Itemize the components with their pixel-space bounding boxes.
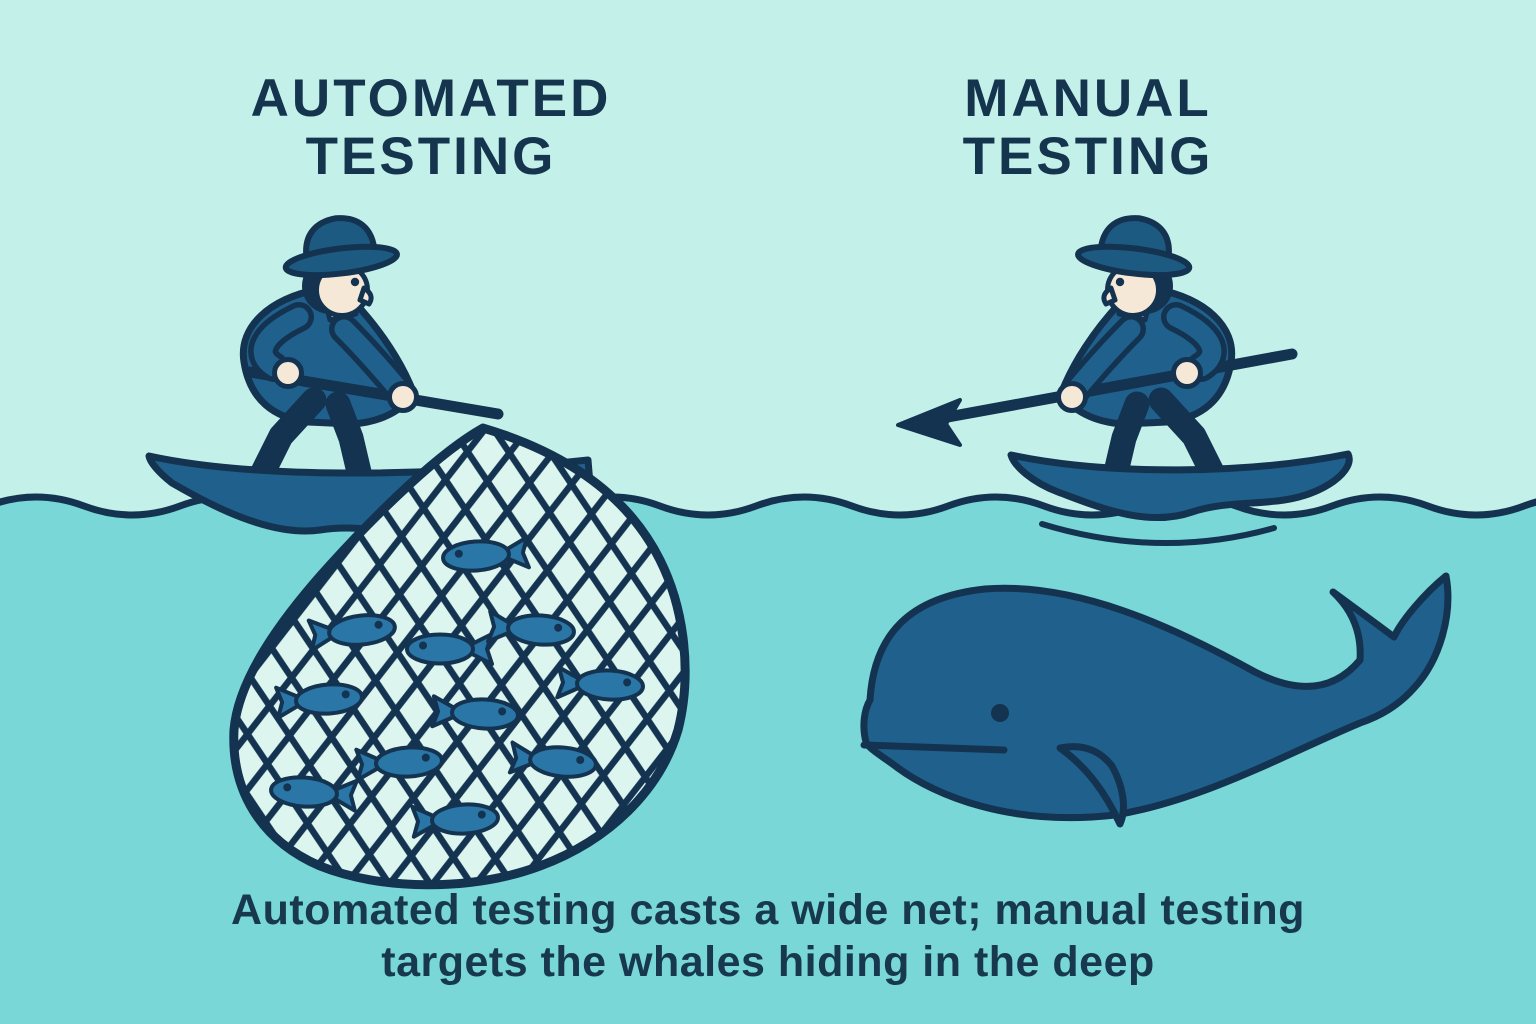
fishing-net <box>229 423 690 890</box>
whale-eye <box>991 704 1009 722</box>
title-automated-line2: TESTING <box>305 127 557 186</box>
whale-flipper <box>1056 743 1127 828</box>
title-automated-line1: AUTOMATED <box>250 69 612 128</box>
title-automated-testing: AUTOMATED TESTING <box>151 70 711 186</box>
harpoon-tip <box>896 398 962 447</box>
title-manual-testing: MANUAL TESTING <box>873 70 1303 186</box>
whale-mouth <box>860 741 1008 754</box>
caption-line1: Automated testing casts a wide net; manu… <box>231 886 1305 934</box>
boat-manual <box>1007 450 1353 522</box>
caption-line2: targets the whales hiding in the deep <box>381 938 1155 986</box>
caption: Automated testing casts a wide net; manu… <box>120 884 1416 988</box>
title-manual-line2: TESTING <box>962 127 1214 186</box>
fisherman-manual <box>896 211 1298 472</box>
harpoon <box>896 348 1298 447</box>
fisherman-automated <box>243 211 504 472</box>
boat-wake-line <box>1039 521 1277 546</box>
whale <box>860 572 1452 828</box>
fish-icon <box>405 632 494 666</box>
title-manual-line1: MANUAL <box>964 69 1212 128</box>
